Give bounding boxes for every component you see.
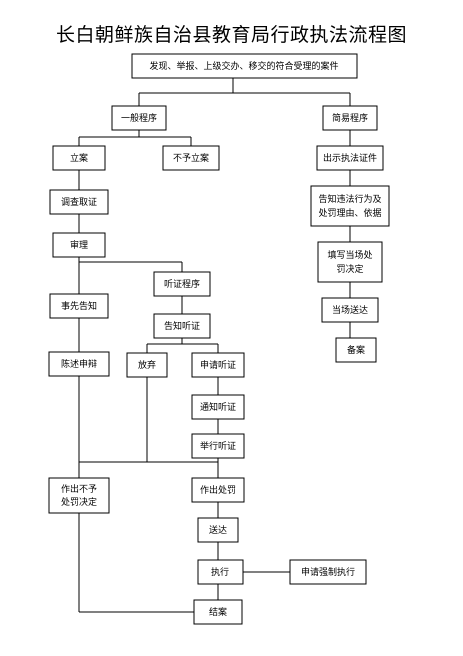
node-source: 发现、举报、上级交办、移交的符合受理的案件 [131, 53, 358, 79]
node-execute: 执行 [197, 559, 244, 585]
node-filed: 备案 [335, 337, 377, 363]
node-investigate: 调查取证 [49, 189, 109, 215]
node-close-case-label: 结案 [209, 606, 227, 618]
node-notice-hearing-label: 通知听证 [200, 401, 236, 413]
node-fill-decision: 填写当场处 罚决定 [317, 241, 383, 283]
node-statement-label: 陈述申辩 [61, 358, 97, 370]
node-onsite-delivery-label: 当场送达 [332, 304, 368, 316]
node-onsite-delivery: 当场送达 [321, 297, 379, 323]
node-fill-decision-label-line2: 罚决定 [336, 263, 363, 275]
node-fill-decision-label-line1: 填写当场处 [327, 249, 372, 261]
node-force-execute-label: 申请强制执行 [301, 566, 355, 578]
node-notify-hearing-label: 告知听证 [164, 320, 200, 332]
node-review-label: 审理 [70, 239, 88, 251]
node-inform-violation-label-line1: 告知违法行为及 [318, 193, 381, 205]
node-no-penalty-decision: 作出不予 处罚决定 [48, 477, 110, 514]
node-inform-violation: 告知违法行为及 处罚理由、依据 [310, 185, 390, 227]
node-filing-label: 立案 [70, 152, 88, 164]
node-hold-hearing: 举行听证 [191, 433, 245, 459]
node-deliver: 送达 [197, 517, 239, 543]
node-show-certificate-label: 出示执法证件 [323, 152, 377, 164]
node-apply-hearing: 申请听证 [191, 352, 245, 378]
node-deliver-label: 送达 [209, 524, 227, 536]
node-force-execute: 申请强制执行 [289, 559, 367, 585]
node-source-label: 发现、举报、上级交办、移交的符合受理的案件 [149, 60, 338, 72]
node-no-filing-label: 不予立案 [173, 152, 209, 164]
connectors [78, 78, 351, 613]
node-simple-procedure-label: 简易程序 [332, 112, 368, 124]
node-investigate-label: 调查取证 [61, 196, 97, 208]
node-hold-hearing-label: 举行听证 [200, 440, 236, 452]
node-hearing-procedure: 听证程序 [153, 271, 211, 297]
node-close-case: 结案 [193, 599, 243, 625]
node-general-procedure: 一般程序 [111, 105, 167, 131]
node-show-certificate: 出示执法证件 [316, 145, 384, 171]
node-no-filing: 不予立案 [162, 145, 220, 171]
node-general-procedure-label: 一般程序 [121, 112, 157, 124]
node-execute-label: 执行 [211, 566, 229, 578]
node-filed-label: 备案 [347, 344, 365, 356]
node-notice-hearing: 通知听证 [191, 394, 245, 420]
node-no-penalty-decision-label-line1: 作出不予 [61, 483, 97, 495]
node-make-penalty: 作出处罚 [191, 477, 245, 503]
node-notify-hearing: 告知听证 [153, 313, 211, 339]
node-prior-notice-label: 事先告知 [61, 300, 97, 312]
node-apply-hearing-label: 申请听证 [200, 359, 236, 371]
node-inform-violation-label-line2: 处罚理由、依据 [318, 207, 381, 219]
node-waive: 放弃 [126, 352, 168, 378]
node-filing: 立案 [52, 145, 106, 171]
page-title: 长白朝鲜族自治县教育局行政执法流程图 [55, 24, 407, 46]
node-statement: 陈述申辩 [48, 351, 110, 377]
node-simple-procedure: 简易程序 [322, 105, 378, 131]
node-prior-notice: 事先告知 [49, 293, 109, 319]
node-make-penalty-label: 作出处罚 [200, 484, 236, 496]
node-hearing-procedure-label: 听证程序 [164, 278, 200, 290]
node-no-penalty-decision-label-line2: 处罚决定 [61, 496, 97, 508]
node-waive-label: 放弃 [138, 359, 156, 371]
node-review: 审理 [52, 232, 106, 258]
